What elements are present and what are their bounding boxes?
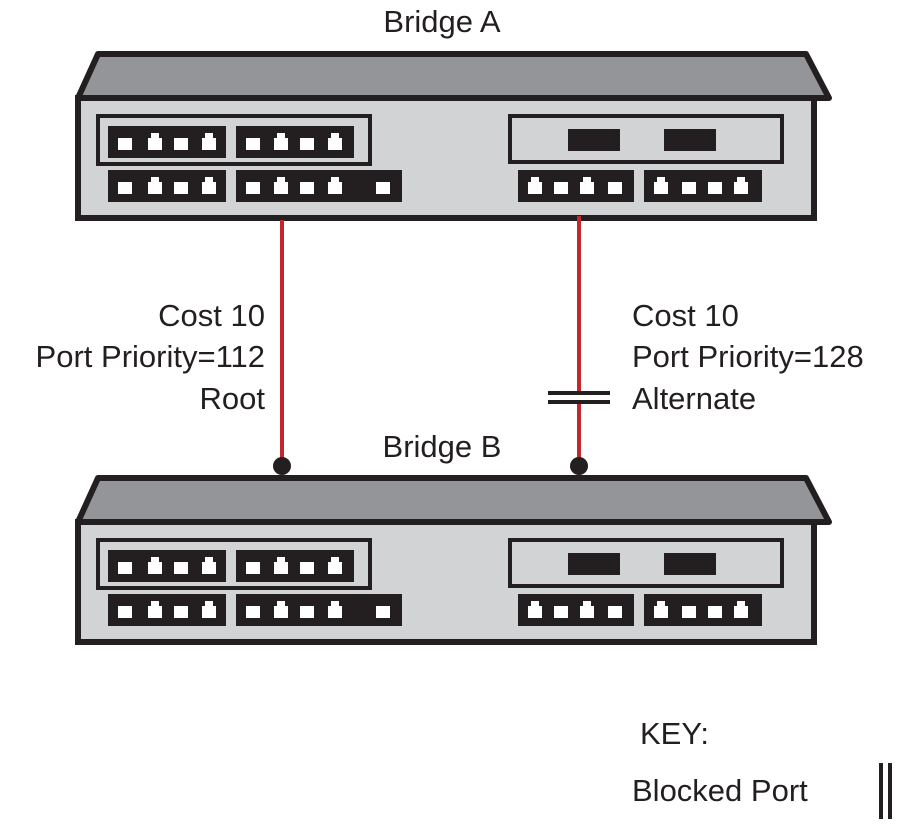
root-link-role: Root [200,381,266,416]
blocked-port-symbol [548,391,610,404]
alternate-link-role: Alternate [632,381,756,416]
key-blocked-port-label: Blocked Port [632,773,808,808]
alternate-link-cost: Cost 10 [632,298,739,333]
key-blocked-port-icon [879,763,892,819]
key-title: KEY: [640,716,709,751]
alternate-link-priority: Port Priority=128 [632,339,864,374]
bridge-b-switch [78,478,829,642]
root-link-priority: Port Priority=112 [36,339,265,374]
bridge-b-label: Bridge B [383,429,502,464]
alternate-port-dot [570,457,588,475]
bridge-a-switch [78,54,829,218]
root-link-cost: Cost 10 [158,298,265,333]
bridge-a-label: Bridge A [383,4,501,39]
root-port-dot [273,457,291,475]
